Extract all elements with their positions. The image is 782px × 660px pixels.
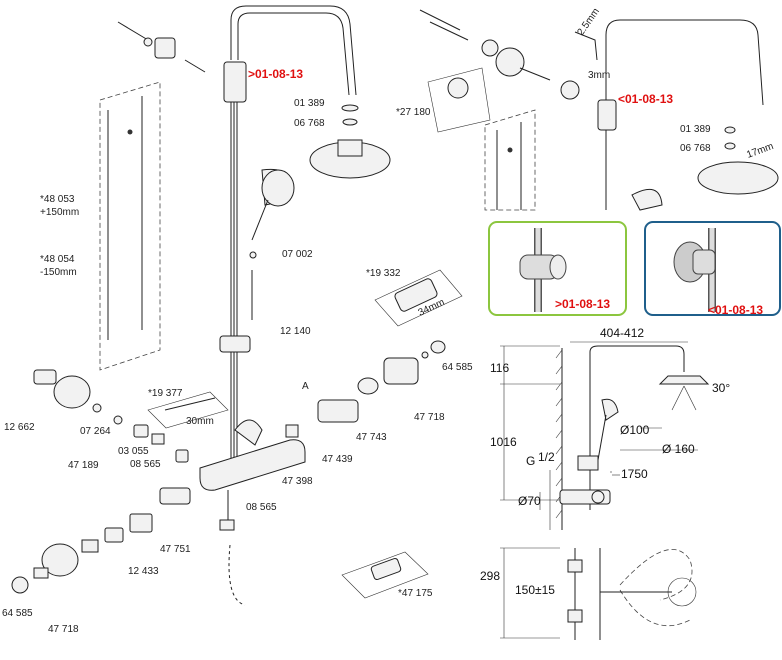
label-150-minus: -150mm <box>40 267 77 278</box>
label-3mm: 3mm <box>588 70 610 81</box>
date-code-main: >01-08-13 <box>248 67 303 81</box>
label-19332: *19 332 <box>366 268 401 279</box>
label-03055: 03 055 <box>118 446 149 457</box>
label-12140: 12 140 <box>280 326 311 337</box>
label-47439: 47 439 <box>322 454 353 465</box>
dimension-labels: 404-412 116 1016 G 1/2 Ø70 30° Ø100 Ø 16… <box>480 326 730 597</box>
left-exploded-parts <box>11 369 191 594</box>
right-exploded-parts <box>285 340 446 438</box>
date-code-labels: >01-08-13 <01-08-13 >01-08-13 <01-08-13 <box>248 67 763 317</box>
top-fixing-screws <box>117 21 206 73</box>
label-08565-b: 08 565 <box>246 502 277 513</box>
variant-diagram-top-right <box>419 9 779 211</box>
kit-box-19332 <box>374 269 463 327</box>
label-06768-a: 06 768 <box>294 118 325 129</box>
dim-1750: 1750 <box>621 467 648 481</box>
label-07002: 07 002 <box>282 249 313 260</box>
dim-thread-frac: 1/2 <box>538 450 555 464</box>
label-2-5mm: 2.5mm <box>575 6 602 37</box>
dim-thread-g: G <box>526 454 535 468</box>
dim-dia70: Ø70 <box>518 494 541 508</box>
label-47175: *47 175 <box>398 588 433 599</box>
dim-dia100: Ø100 <box>620 423 650 437</box>
date-code-top-right: <01-08-13 <box>618 92 673 106</box>
inset-box-green <box>488 221 627 316</box>
riser-rail-illustration <box>99 81 161 371</box>
kit-box-47175 <box>341 551 429 599</box>
dim-298: 298 <box>480 569 500 583</box>
label-47189: 47 189 <box>68 460 99 471</box>
label-06768-b: 06 768 <box>680 143 711 154</box>
label-08565-a: 08 565 <box>130 459 161 470</box>
hand-shower <box>249 168 295 320</box>
label-48054: *48 054 <box>40 254 75 265</box>
label-A: A <box>302 381 309 392</box>
dim-dia160: Ø 160 <box>662 442 695 456</box>
rain-shower-head <box>309 104 391 179</box>
label-47743: 47 743 <box>356 432 387 443</box>
inset-box-blue <box>644 221 781 316</box>
label-17mm: 17mm <box>745 141 775 161</box>
dimension-drawing <box>500 341 710 640</box>
part-number-labels: 01 389 06 768 07 002 12 140 *19 332 34mm… <box>2 6 775 635</box>
label-47398: 47 398 <box>282 476 313 487</box>
label-30mm: 30mm <box>186 416 214 427</box>
label-64585-a: 64 585 <box>442 362 473 373</box>
label-07264: 07 264 <box>80 426 111 437</box>
dim-width: 404-412 <box>600 326 644 340</box>
label-47718-b: 47 718 <box>48 624 79 635</box>
label-01389-a: 01 389 <box>294 98 325 109</box>
label-12433: 12 433 <box>128 566 159 577</box>
label-19377: *19 377 <box>148 388 183 399</box>
dim-116: 116 <box>490 361 509 375</box>
thermostat-body <box>199 419 306 606</box>
kit-box-19377 <box>147 391 229 429</box>
dim-150: 150±15 <box>515 583 555 597</box>
label-150-plus: +150mm <box>40 207 79 218</box>
dim-1016: 1016 <box>490 435 517 449</box>
label-12662: 12 662 <box>4 422 35 433</box>
label-64585-b: 64 585 <box>2 608 33 619</box>
label-27180: *27 180 <box>396 107 431 118</box>
date-code-green-box: >01-08-13 <box>555 297 610 311</box>
date-code-blue-box: <01-08-13 <box>708 303 763 317</box>
label-47718-a: 47 718 <box>414 412 445 423</box>
label-48053: *48 053 <box>40 194 75 205</box>
shower-column <box>219 5 357 460</box>
dim-angle: 30° <box>712 381 730 395</box>
label-47751: 47 751 <box>160 544 191 555</box>
label-01389-b: 01 389 <box>680 124 711 135</box>
